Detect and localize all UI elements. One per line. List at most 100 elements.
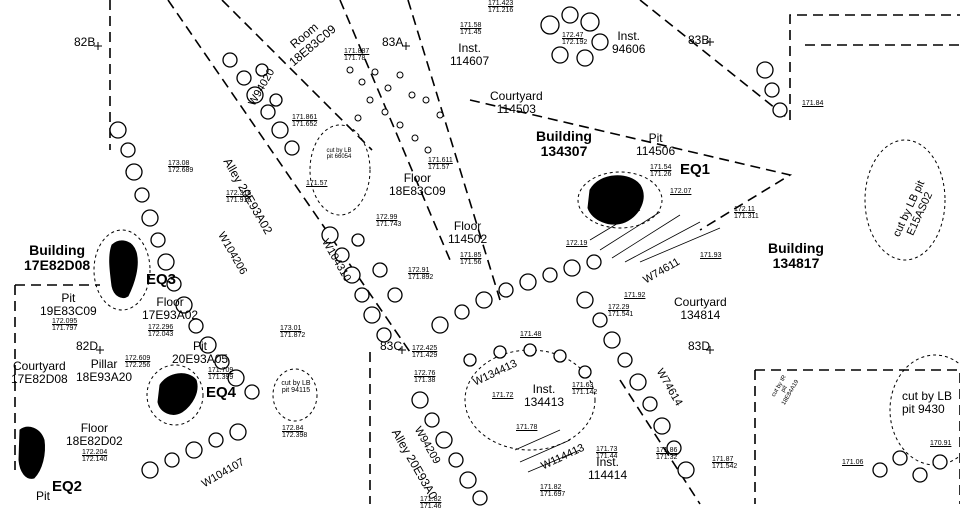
pit-bottom-label: Pit xyxy=(36,490,50,503)
building-134307-label: Building 134307 xyxy=(536,129,592,158)
floor-114502-id: 114502 xyxy=(448,231,488,246)
elevation-top: 171.93 xyxy=(700,252,722,259)
elevation-top: 171.611 xyxy=(428,157,453,164)
building-134817-name: Building xyxy=(768,240,824,256)
pillar-level-top: 172.609 xyxy=(125,355,151,362)
pit-114506-name: Pit xyxy=(648,131,663,145)
wall-w104310-stones xyxy=(321,226,403,343)
elevation-reading: 171.06 xyxy=(842,459,863,466)
elevation-reading: 171.93 xyxy=(700,252,721,259)
grid-cross-82b xyxy=(94,42,102,50)
floor-17e93a02-level-top: 172.296 xyxy=(148,324,174,331)
inst-94606-name: Inst. xyxy=(617,29,641,43)
pit-20e93a05-outline xyxy=(146,364,204,426)
floor-17e93a02-id: 17E93A02 xyxy=(142,307,199,322)
elevation-reading: 171.92 xyxy=(624,292,645,299)
inst-114414-level-top: 171.73 xyxy=(596,446,618,453)
inst-94606-level-bottom: 172.192 xyxy=(562,39,588,46)
elevation-bottom: 171.46 xyxy=(420,503,442,510)
pillar-18e93a20-label: Pillar 18E93A20 xyxy=(76,358,132,383)
elevation-bottom: 171.311 xyxy=(734,213,759,220)
wall-w94020-stones xyxy=(222,52,300,156)
pit-bottom-name: Pit xyxy=(36,489,51,503)
elevation-top: 173.08 xyxy=(168,160,190,167)
grid-83a-label: 83A xyxy=(382,35,404,49)
floor-18e83c09-name: Floor xyxy=(403,171,432,185)
elevation-top: 171.82 xyxy=(420,496,442,503)
elevation-bottom: 171.743 xyxy=(376,221,402,228)
building-134817-id: 134817 xyxy=(772,254,820,271)
grid-cross-83c xyxy=(398,346,406,354)
elevation-reading: 171.78 xyxy=(516,424,537,431)
grid-83b-label: 83B xyxy=(688,33,710,47)
courtyard-134814-name: Courtyard xyxy=(674,295,727,309)
elevation-bottom: 172.689 xyxy=(168,167,194,174)
floor-114502-level-top: 171.85 xyxy=(460,252,482,259)
elevation-bottom: 171.45 xyxy=(460,29,482,36)
stone-walls xyxy=(109,6,948,506)
inst-134413-levels: 171.63 171.142 xyxy=(572,382,597,396)
pit-9430-boundary xyxy=(755,369,960,504)
inst-114414-level-bottom: 171.44 xyxy=(596,453,618,460)
pillar-name: Pillar xyxy=(90,357,118,371)
elevation-top: 171.82 xyxy=(540,484,562,491)
floor-114502-level-bottom: 171.56 xyxy=(460,259,482,266)
floor-17e93a02-name: Floor xyxy=(156,295,184,309)
pit-20e93a05-levels: 171.709 171.399 xyxy=(208,367,233,381)
courtyard-17e82d08-id: 17E82D08 xyxy=(11,371,68,386)
equipment-symbols xyxy=(18,175,644,479)
pillar-levels: 172.609 172.256 xyxy=(125,355,150,369)
elevation-top: 172.29 xyxy=(608,304,630,311)
cut-outline-66054 xyxy=(309,124,371,216)
pit-114506-outline xyxy=(577,171,663,229)
building-17e82d08-label: Building 17E82D08 xyxy=(24,243,90,272)
elevation-bottom: 171.78 xyxy=(344,55,366,62)
elevation-top: 172.07 xyxy=(670,188,692,195)
eq1-label: EQ1 xyxy=(680,161,711,178)
elevation-reading: 172.07 xyxy=(670,188,691,195)
grid-82d-label: 82D xyxy=(76,339,99,353)
floor-114502-levels: 171.85 171.56 xyxy=(460,252,481,266)
floor-18e82d02-id: 18E82D02 xyxy=(66,433,123,448)
dashed-boundaries xyxy=(14,0,960,505)
inst-134413-id: 134413 xyxy=(524,394,565,409)
elevation-top: 171.861 xyxy=(292,114,318,121)
grid-cross-83a xyxy=(402,42,410,50)
courtyard-boundary xyxy=(407,0,501,301)
floor-17e93a02-levels: 172.296 172.043 xyxy=(148,324,173,338)
eq3-symbol xyxy=(109,240,138,299)
elevation-bottom: 171.892 xyxy=(408,274,434,281)
cut-outline-e15as02 xyxy=(864,139,946,261)
floor-114502-name: Floor xyxy=(453,219,482,233)
grid-cross-82d xyxy=(96,346,104,354)
eq2-symbol xyxy=(18,426,45,479)
pit-20e93a05-level-bottom: 171.399 xyxy=(208,374,234,381)
elevation-bottom: 172.398 xyxy=(282,432,308,439)
elevation-reading: 171.72 xyxy=(492,392,513,399)
elevation-top: 170.91 xyxy=(930,440,952,447)
pit-20e93a05-label: Pit 20E93A05 xyxy=(172,340,228,365)
courtyard-114503-label: Courtyard 114503 xyxy=(490,90,543,115)
eq1-symbol xyxy=(587,175,644,225)
building-17e82d08-name: Building xyxy=(29,242,86,258)
pit-114506-label: Pit 114506 xyxy=(636,132,675,157)
pit-19e83c09-levels: 172.095 171.797 xyxy=(52,318,77,332)
elevation-top: 172.84 xyxy=(282,425,304,432)
eq2-label: EQ2 xyxy=(52,478,83,495)
elevation-bottom: 171.541 xyxy=(608,311,634,318)
floor-18e82d02-levels: 172.204 172.140 xyxy=(82,449,107,463)
elevation-bottom: 171.32 xyxy=(656,454,678,461)
inst-114607-name: Inst. xyxy=(458,41,481,55)
building-134307-boundary xyxy=(469,99,793,231)
elevation-reading: 171.57 xyxy=(306,180,327,187)
courtyard-134814-label: Courtyard 134814 xyxy=(674,296,727,321)
elevation-top: 171.78 xyxy=(516,424,538,431)
elevation-bottom: 171.916 xyxy=(226,197,252,204)
